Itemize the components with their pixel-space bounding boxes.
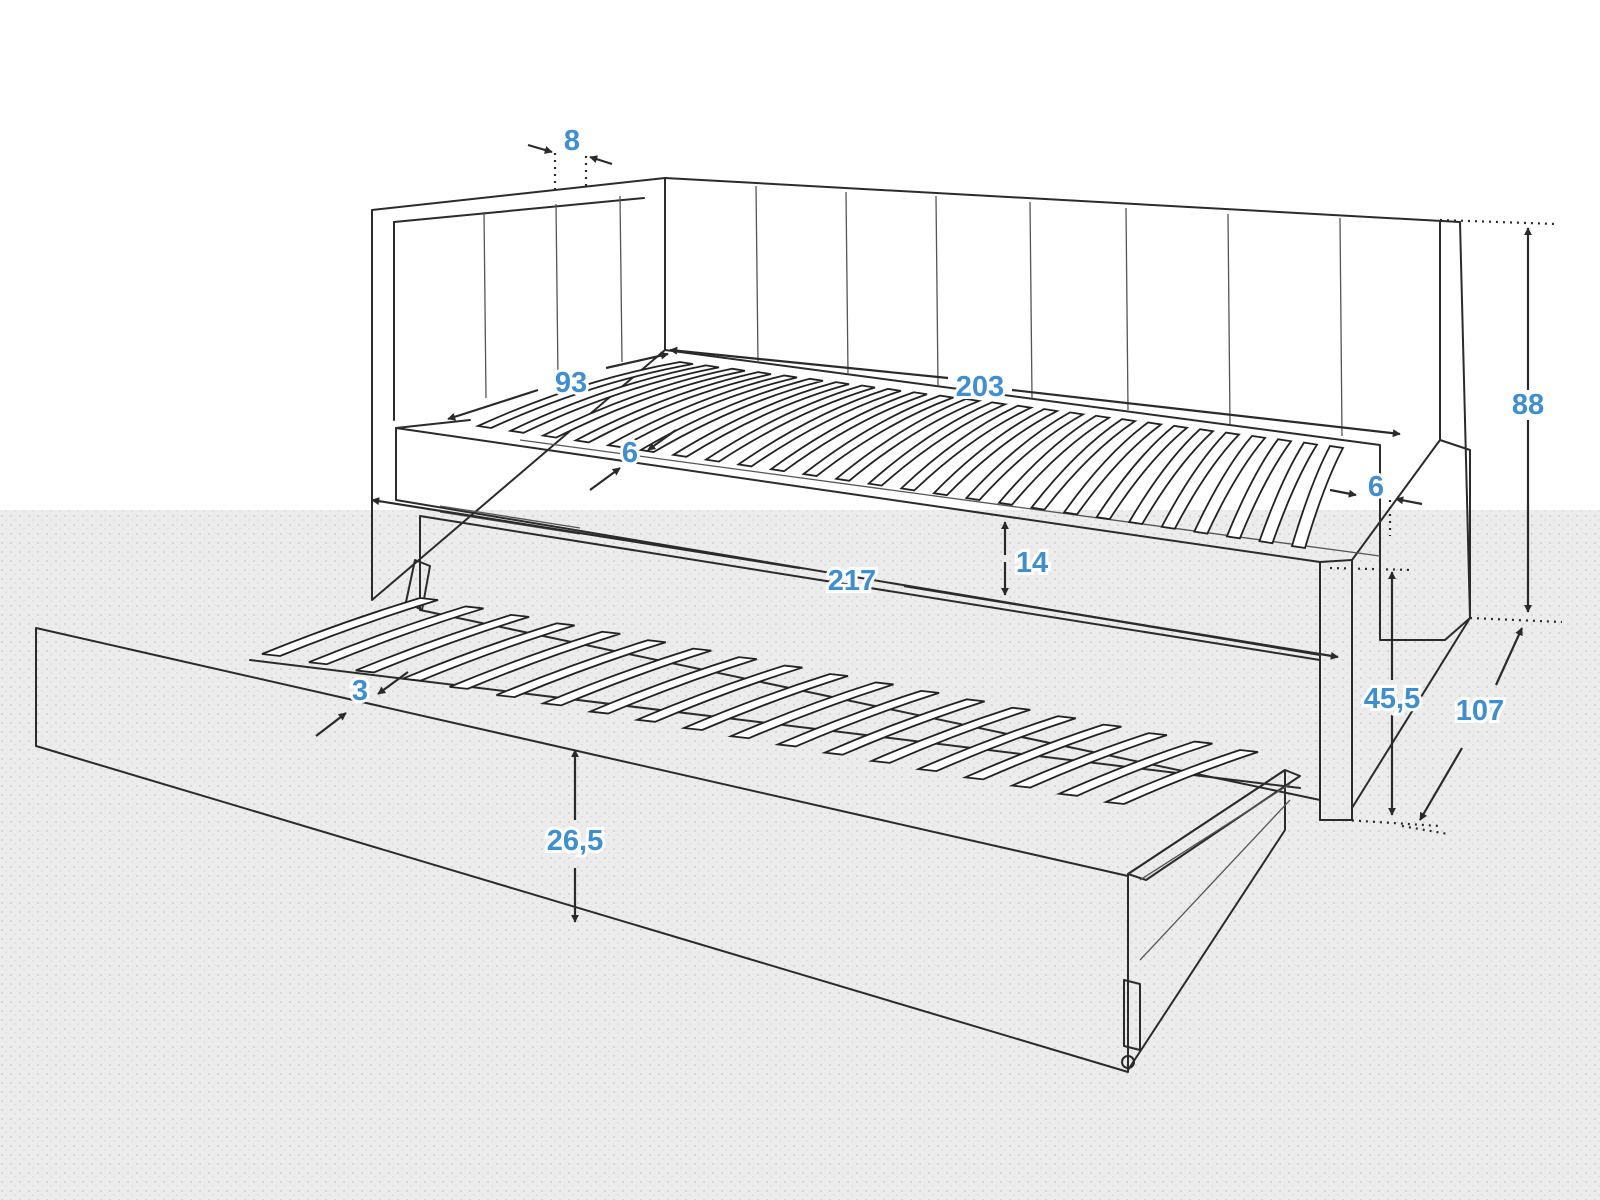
label-total-length: 217	[828, 565, 876, 597]
slat	[261, 597, 439, 657]
slat	[507, 364, 720, 434]
label-depth: 93	[555, 367, 587, 399]
dimension-lines	[315, 143, 1563, 923]
slat	[402, 622, 575, 682]
slat	[474, 361, 694, 429]
trundle-slats	[261, 597, 1259, 805]
slat	[1029, 418, 1138, 511]
slat	[868, 706, 1031, 764]
slat	[768, 391, 928, 473]
backrest-panel	[664, 177, 1471, 641]
label-total-height: 88	[1512, 389, 1544, 421]
slat	[633, 664, 803, 723]
slat	[1095, 424, 1190, 521]
slat	[1258, 441, 1319, 545]
slat	[997, 414, 1112, 506]
slat	[605, 374, 798, 449]
slat	[964, 411, 1086, 501]
slat	[308, 605, 484, 666]
slat	[670, 381, 850, 458]
slat	[821, 698, 985, 756]
slat	[449, 630, 621, 690]
slat	[539, 647, 712, 707]
slat	[355, 613, 530, 674]
slat	[1225, 438, 1293, 540]
slat	[736, 387, 902, 468]
slat	[1127, 428, 1215, 525]
slat	[774, 689, 940, 748]
label-frame-height: 14	[1016, 547, 1048, 579]
trundle	[35, 597, 1301, 1073]
slat	[899, 404, 1035, 492]
slat	[540, 367, 746, 439]
slat	[834, 398, 983, 482]
slat	[1055, 740, 1213, 797]
slat	[1192, 434, 1267, 535]
slat	[703, 384, 876, 463]
slat	[727, 681, 894, 740]
label-trundle-rail: 3	[352, 675, 368, 707]
label-inner-length: 203	[956, 371, 1004, 403]
floor	[0, 510, 1600, 1200]
label-total-width: 107	[1456, 695, 1504, 727]
slat	[931, 408, 1060, 497]
slat	[572, 371, 772, 444]
slat	[801, 394, 957, 477]
slat	[638, 377, 824, 453]
slat	[1062, 421, 1164, 516]
label-side-rail-left: 6	[622, 437, 638, 469]
label-seat-height: 45,5	[1364, 683, 1420, 715]
label-trundle-height: 26,5	[547, 825, 603, 857]
label-side-rail-right: 6	[1368, 471, 1384, 503]
slat	[866, 401, 1009, 487]
slat	[1290, 445, 1345, 550]
main-slats	[474, 361, 1345, 550]
slat	[914, 715, 1077, 773]
slat	[680, 673, 849, 731]
slat	[1008, 732, 1168, 789]
slat	[496, 639, 667, 699]
label-armrest-thickness: 8	[564, 125, 580, 157]
slat	[1102, 749, 1259, 805]
slat	[961, 723, 1122, 781]
slat	[586, 656, 758, 715]
dimension-labels: 8 93 203 6 6 14 217 88 45,5 107 3 26,5	[349, 122, 1547, 860]
slat	[1160, 431, 1241, 530]
